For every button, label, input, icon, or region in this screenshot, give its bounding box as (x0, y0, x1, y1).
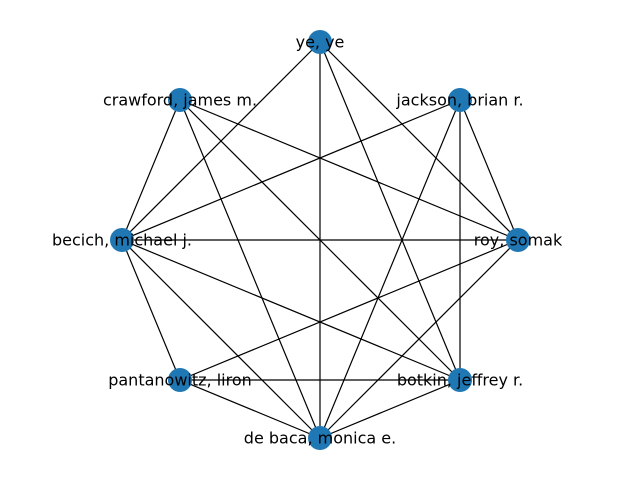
node-roy (506, 228, 530, 252)
node-ye (308, 30, 332, 54)
node-pantanowitz (167, 368, 192, 393)
node-crawford (167, 87, 192, 112)
node-label-crawford: crawford, james m. (103, 90, 257, 109)
edge-becich-botkin (121, 239, 461, 381)
node-becich (110, 228, 134, 252)
node-label-roy: roy, somak (474, 231, 563, 250)
edge-roy-pantanowitz (179, 239, 519, 381)
edge-ye-roy (319, 41, 519, 241)
edge-crawford-becich (121, 99, 181, 241)
node-label-pantanowitz: pantanowitz, liron (108, 371, 252, 390)
node-label-botkin: botkin, jeffrey r. (397, 371, 523, 390)
edge-ye-botkin (319, 41, 461, 381)
node-label-becich: becich, michael j. (52, 231, 192, 250)
edge-becich-pantanowitz (121, 239, 181, 381)
edges-layer (121, 41, 519, 439)
edge-crawford-roy (179, 99, 519, 241)
edge-jackson-becich (121, 99, 461, 241)
node-debaca (308, 426, 332, 450)
node-botkin (448, 368, 473, 393)
edge-crawford-debaca (179, 99, 321, 439)
edge-pantanowitz-debaca (179, 379, 321, 439)
node-label-ye: ye, ye (296, 33, 345, 52)
node-label-jackson: jackson, brian r. (395, 90, 523, 109)
node-jackson (448, 87, 473, 112)
edge-jackson-roy (459, 99, 519, 241)
nodes-layer (110, 30, 530, 450)
labels-layer: ye, ye jackson, brian r. roy, somak botkin,… (52, 33, 563, 448)
edge-debaca-botkin (319, 379, 461, 439)
node-label-debaca: de baca, monica e. (244, 429, 396, 448)
edge-jackson-debaca (319, 99, 461, 439)
edge-roy-debaca (319, 239, 519, 439)
edge-becich-debaca (121, 239, 321, 439)
